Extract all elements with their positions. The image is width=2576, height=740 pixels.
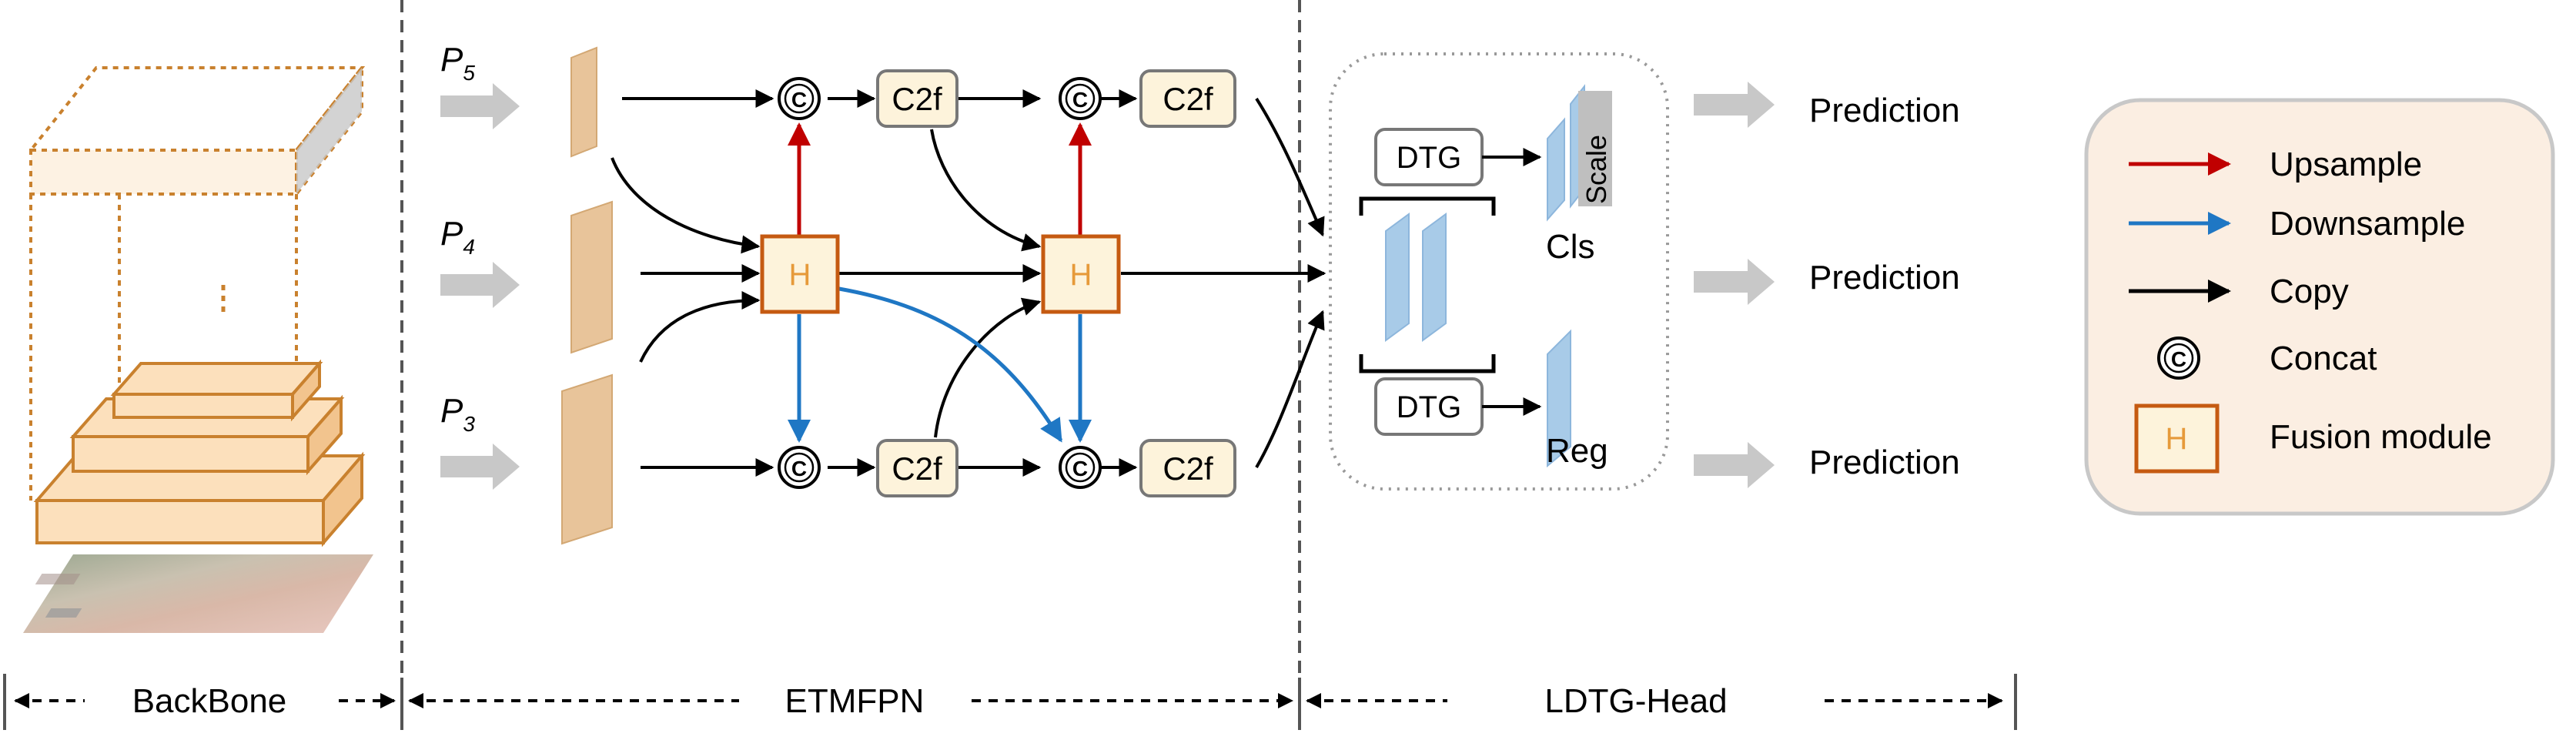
legend-copy: Copy (2270, 273, 2349, 310)
p4-label: P4 (440, 215, 475, 259)
svg-text:C: C (791, 457, 807, 480)
svg-text:C: C (2171, 347, 2186, 371)
svg-text:C2f: C2f (1163, 81, 1213, 117)
section-head: LDTG-Head (1544, 682, 1727, 720)
shared-conv-bars (1385, 213, 1447, 342)
c2f-top-1: C2f (876, 69, 958, 128)
prediction-labels: Prediction Prediction Prediction (1809, 92, 1960, 481)
p5-label: P5 (440, 41, 475, 85)
svg-text:C: C (1072, 88, 1088, 112)
dtg-top: DTG (1374, 128, 1484, 186)
concat-top-1: C (778, 77, 821, 120)
cls-bars: Scale (1547, 84, 1612, 222)
svg-text:C: C (791, 88, 807, 112)
svg-text:DTG: DTG (1397, 390, 1461, 424)
svg-text:C: C (1072, 457, 1088, 480)
scale-label: Scale (1581, 135, 1612, 204)
dtg-bottom: DTG (1374, 377, 1484, 436)
legend-concat: Concat (2270, 340, 2377, 377)
svg-text:C2f: C2f (892, 450, 942, 487)
legend-concat-icon: C (2157, 337, 2200, 380)
concat-nodes: C C C C (778, 77, 1102, 489)
grey-input-arrows (440, 83, 520, 490)
concat-top-2: C (1059, 77, 1102, 120)
fusion-modules: H H (760, 234, 1121, 314)
fusion-h-1: H (760, 234, 840, 314)
prediction-bottom: Prediction (1809, 444, 1960, 481)
c2f-top-2: C2f (1139, 69, 1236, 128)
legend-upsample: Upsample (2270, 146, 2422, 183)
fusion-h-2: H (1041, 234, 1121, 314)
reg-label: Reg (1546, 432, 1608, 470)
prediction-top: Prediction (1809, 92, 1960, 129)
cls-label: Cls (1546, 228, 1595, 266)
reg-bar (1547, 329, 1571, 468)
legend-fusion: Fusion module (2270, 418, 2492, 456)
p3-label: P3 (440, 392, 475, 436)
concat-bottom-1: C (778, 446, 821, 489)
ldtg-head: DTG DTG Scale Cls Reg (1329, 52, 1669, 491)
svg-text:C2f: C2f (1163, 450, 1213, 487)
legend-fusion-icon: H (2134, 403, 2220, 474)
legend-downsample: Downsample (2270, 205, 2465, 243)
concat-bottom-2: C (1059, 446, 1102, 489)
svg-text:DTG: DTG (1397, 141, 1461, 175)
c2f-modules: C2f C2f C2f C2f (876, 69, 1236, 497)
svg-text:C2f: C2f (892, 81, 942, 117)
prediction-arrows (1694, 82, 1775, 488)
section-ranges: BackBone ETMFPN LDTG-Head (3, 674, 2017, 730)
svg-text:H: H (2166, 422, 2188, 456)
section-etmfpn: ETMFPN (785, 682, 925, 720)
prediction-middle: Prediction (1809, 259, 1960, 296)
section-backbone: BackBone (132, 682, 287, 720)
aerial-image (23, 554, 373, 633)
input-labels: P5 P4 P3 (440, 41, 475, 436)
feature-blocks (561, 46, 613, 545)
svg-text:H: H (789, 258, 811, 292)
c2f-bottom-1: C2f (876, 439, 958, 497)
legend: Upsample Downsample Copy C Concat H Fusi… (2084, 98, 2555, 516)
c2f-bottom-2: C2f (1139, 439, 1236, 497)
svg-text:H: H (1070, 258, 1092, 292)
backbone-graphic (23, 63, 373, 633)
